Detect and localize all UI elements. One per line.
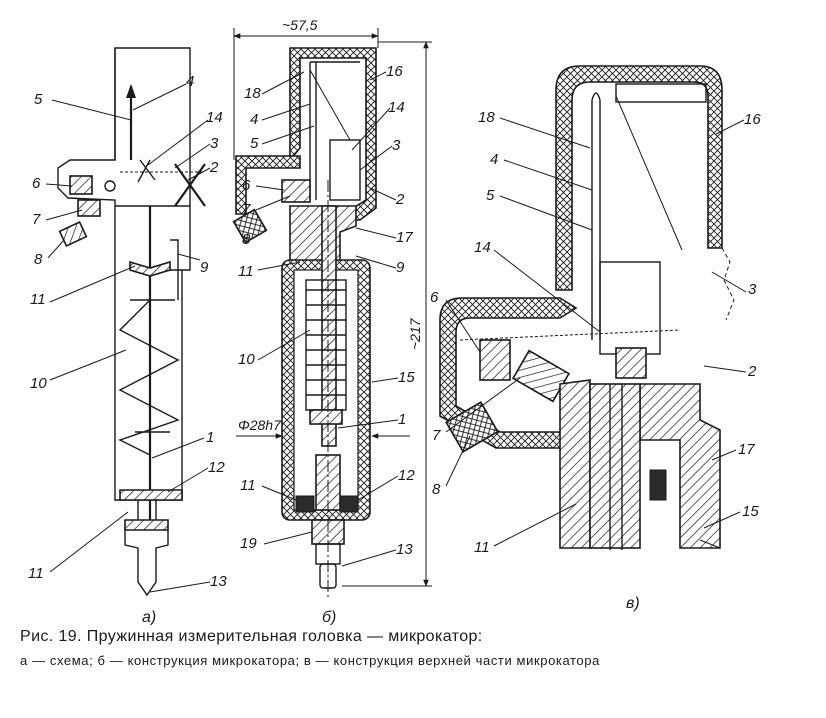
label-b-10: 10 [238, 351, 255, 368]
label-c-5: 5 [486, 187, 495, 204]
label-a-1: 1 [206, 429, 214, 446]
label-a-6: 6 [32, 175, 41, 192]
drawing-c-upper-part [439, 65, 735, 550]
sublabel-a: а) [142, 609, 156, 625]
label-b-6: 6 [242, 177, 251, 194]
labels-drawing-c: 18 4 5 14 6 7 8 11 16 3 2 17 15 [430, 109, 761, 556]
label-a-11-top: 11 [30, 291, 46, 308]
label-c-15: 15 [742, 503, 759, 520]
figure-caption: Рис. 19. Пружинная измерительная головка… [20, 628, 810, 669]
label-a-7: 7 [32, 211, 41, 228]
label-b-4: 4 [250, 111, 258, 128]
label-b-1: 1 [398, 411, 406, 428]
label-c-11: 11 [474, 539, 490, 556]
label-b-11-top: 11 [238, 263, 254, 280]
label-a-11-bottom: 11 [28, 565, 44, 582]
label-b-18: 18 [244, 85, 261, 102]
label-c-16: 16 [744, 111, 761, 128]
label-b-7: 7 [242, 201, 251, 218]
micrometer-figure: 5 4 14 3 2 6 7 8 9 11 10 1 12 11 13 18 4… [28, 17, 761, 625]
label-b-13: 13 [396, 541, 413, 558]
sublabel-c: в) [626, 595, 640, 612]
label-b-5: 5 [250, 135, 259, 152]
labels-drawing-a: 5 4 14 3 2 6 7 8 9 11 10 1 12 11 13 [28, 73, 227, 590]
label-a-2: 2 [209, 159, 219, 176]
label-c-2: 2 [747, 363, 757, 380]
dimension-diameter: Φ28h7 [238, 417, 282, 433]
drawing-b-construction [232, 28, 432, 600]
label-a-3: 3 [210, 135, 219, 152]
label-b-11-bottom: 11 [240, 477, 256, 494]
dimension-width: ~57,5 [282, 17, 318, 33]
label-c-14: 14 [474, 239, 491, 256]
label-b-16: 16 [386, 63, 403, 80]
label-a-8: 8 [34, 251, 43, 268]
label-b-8: 8 [242, 231, 251, 248]
label-b-14: 14 [388, 99, 405, 116]
label-b-3: 3 [392, 137, 401, 154]
caption-title: Рис. 19. Пружинная измерительная головка… [20, 628, 483, 645]
caption-text: а — схема; б — конструкция микрокатора; … [20, 653, 600, 668]
label-b-9: 9 [396, 259, 405, 276]
label-a-4: 4 [186, 73, 194, 90]
label-c-18: 18 [478, 109, 495, 126]
label-c-8: 8 [432, 481, 441, 498]
label-c-4: 4 [490, 151, 498, 168]
label-a-13: 13 [210, 573, 227, 590]
dimension-height: ~217 [407, 317, 423, 350]
label-a-9: 9 [200, 259, 209, 276]
label-a-10: 10 [30, 375, 47, 392]
label-b-15: 15 [398, 369, 415, 386]
drawing-a-schematic [57, 47, 206, 597]
label-b-2: 2 [395, 191, 405, 208]
label-c-6: 6 [430, 289, 439, 306]
label-c-17: 17 [738, 441, 755, 458]
label-c-3: 3 [748, 281, 757, 298]
label-c-7: 7 [432, 427, 441, 444]
labels-drawing-b: 18 4 5 6 7 8 11 10 16 14 3 2 17 9 15 1 1… [238, 63, 415, 558]
label-b-17: 17 [396, 229, 413, 246]
label-a-5: 5 [34, 91, 43, 108]
label-b-19: 19 [240, 535, 257, 552]
sublabel-b: б) [322, 609, 336, 625]
leader-lines [45, 71, 747, 593]
label-b-12: 12 [398, 467, 415, 484]
label-a-14: 14 [206, 109, 223, 126]
label-a-12: 12 [208, 459, 225, 476]
